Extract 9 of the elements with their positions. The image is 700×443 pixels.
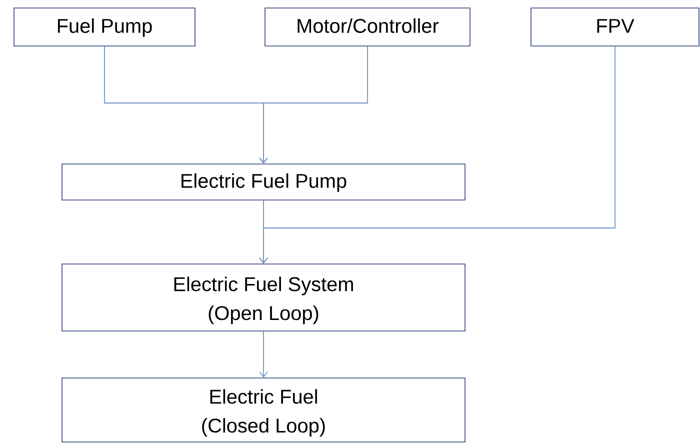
process-box: Fuel Pump [14, 8, 196, 46]
process-box: Electric Fuel Pump [62, 164, 466, 200]
arrow [259, 46, 368, 164]
process-box: Motor/Controller [264, 8, 470, 46]
process-box: Electric Fuel (Closed Loop) [62, 378, 466, 442]
arrow [259, 330, 268, 378]
process-box: Electric Fuel System (Open Loop) [62, 264, 466, 332]
arrow [259, 200, 268, 264]
process-box: FPV [530, 8, 700, 46]
